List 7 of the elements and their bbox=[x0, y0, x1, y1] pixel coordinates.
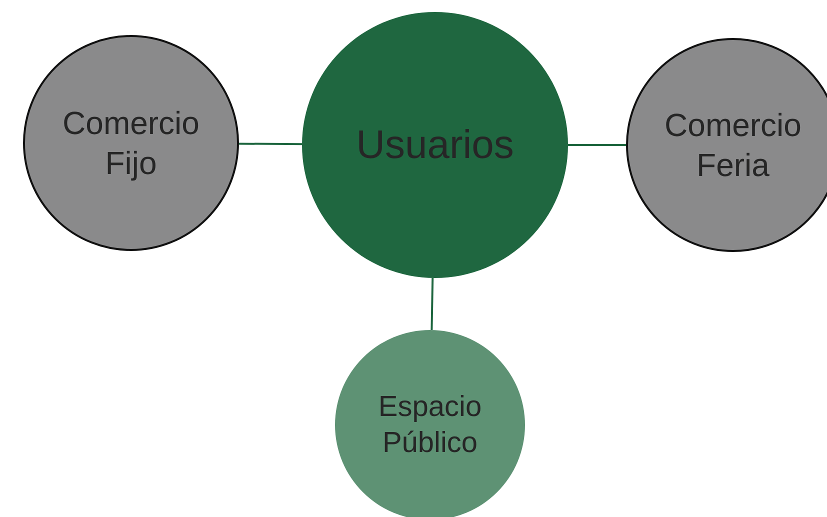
node-label: Comercio Feria bbox=[664, 106, 802, 185]
node-label: Comercio Fijo bbox=[62, 104, 200, 183]
node-label: Usuarios bbox=[356, 122, 514, 169]
connector-line bbox=[568, 144, 626, 146]
node-label: Espacio Público bbox=[377, 390, 483, 461]
connector-line bbox=[239, 142, 302, 146]
connector-line bbox=[430, 278, 434, 330]
